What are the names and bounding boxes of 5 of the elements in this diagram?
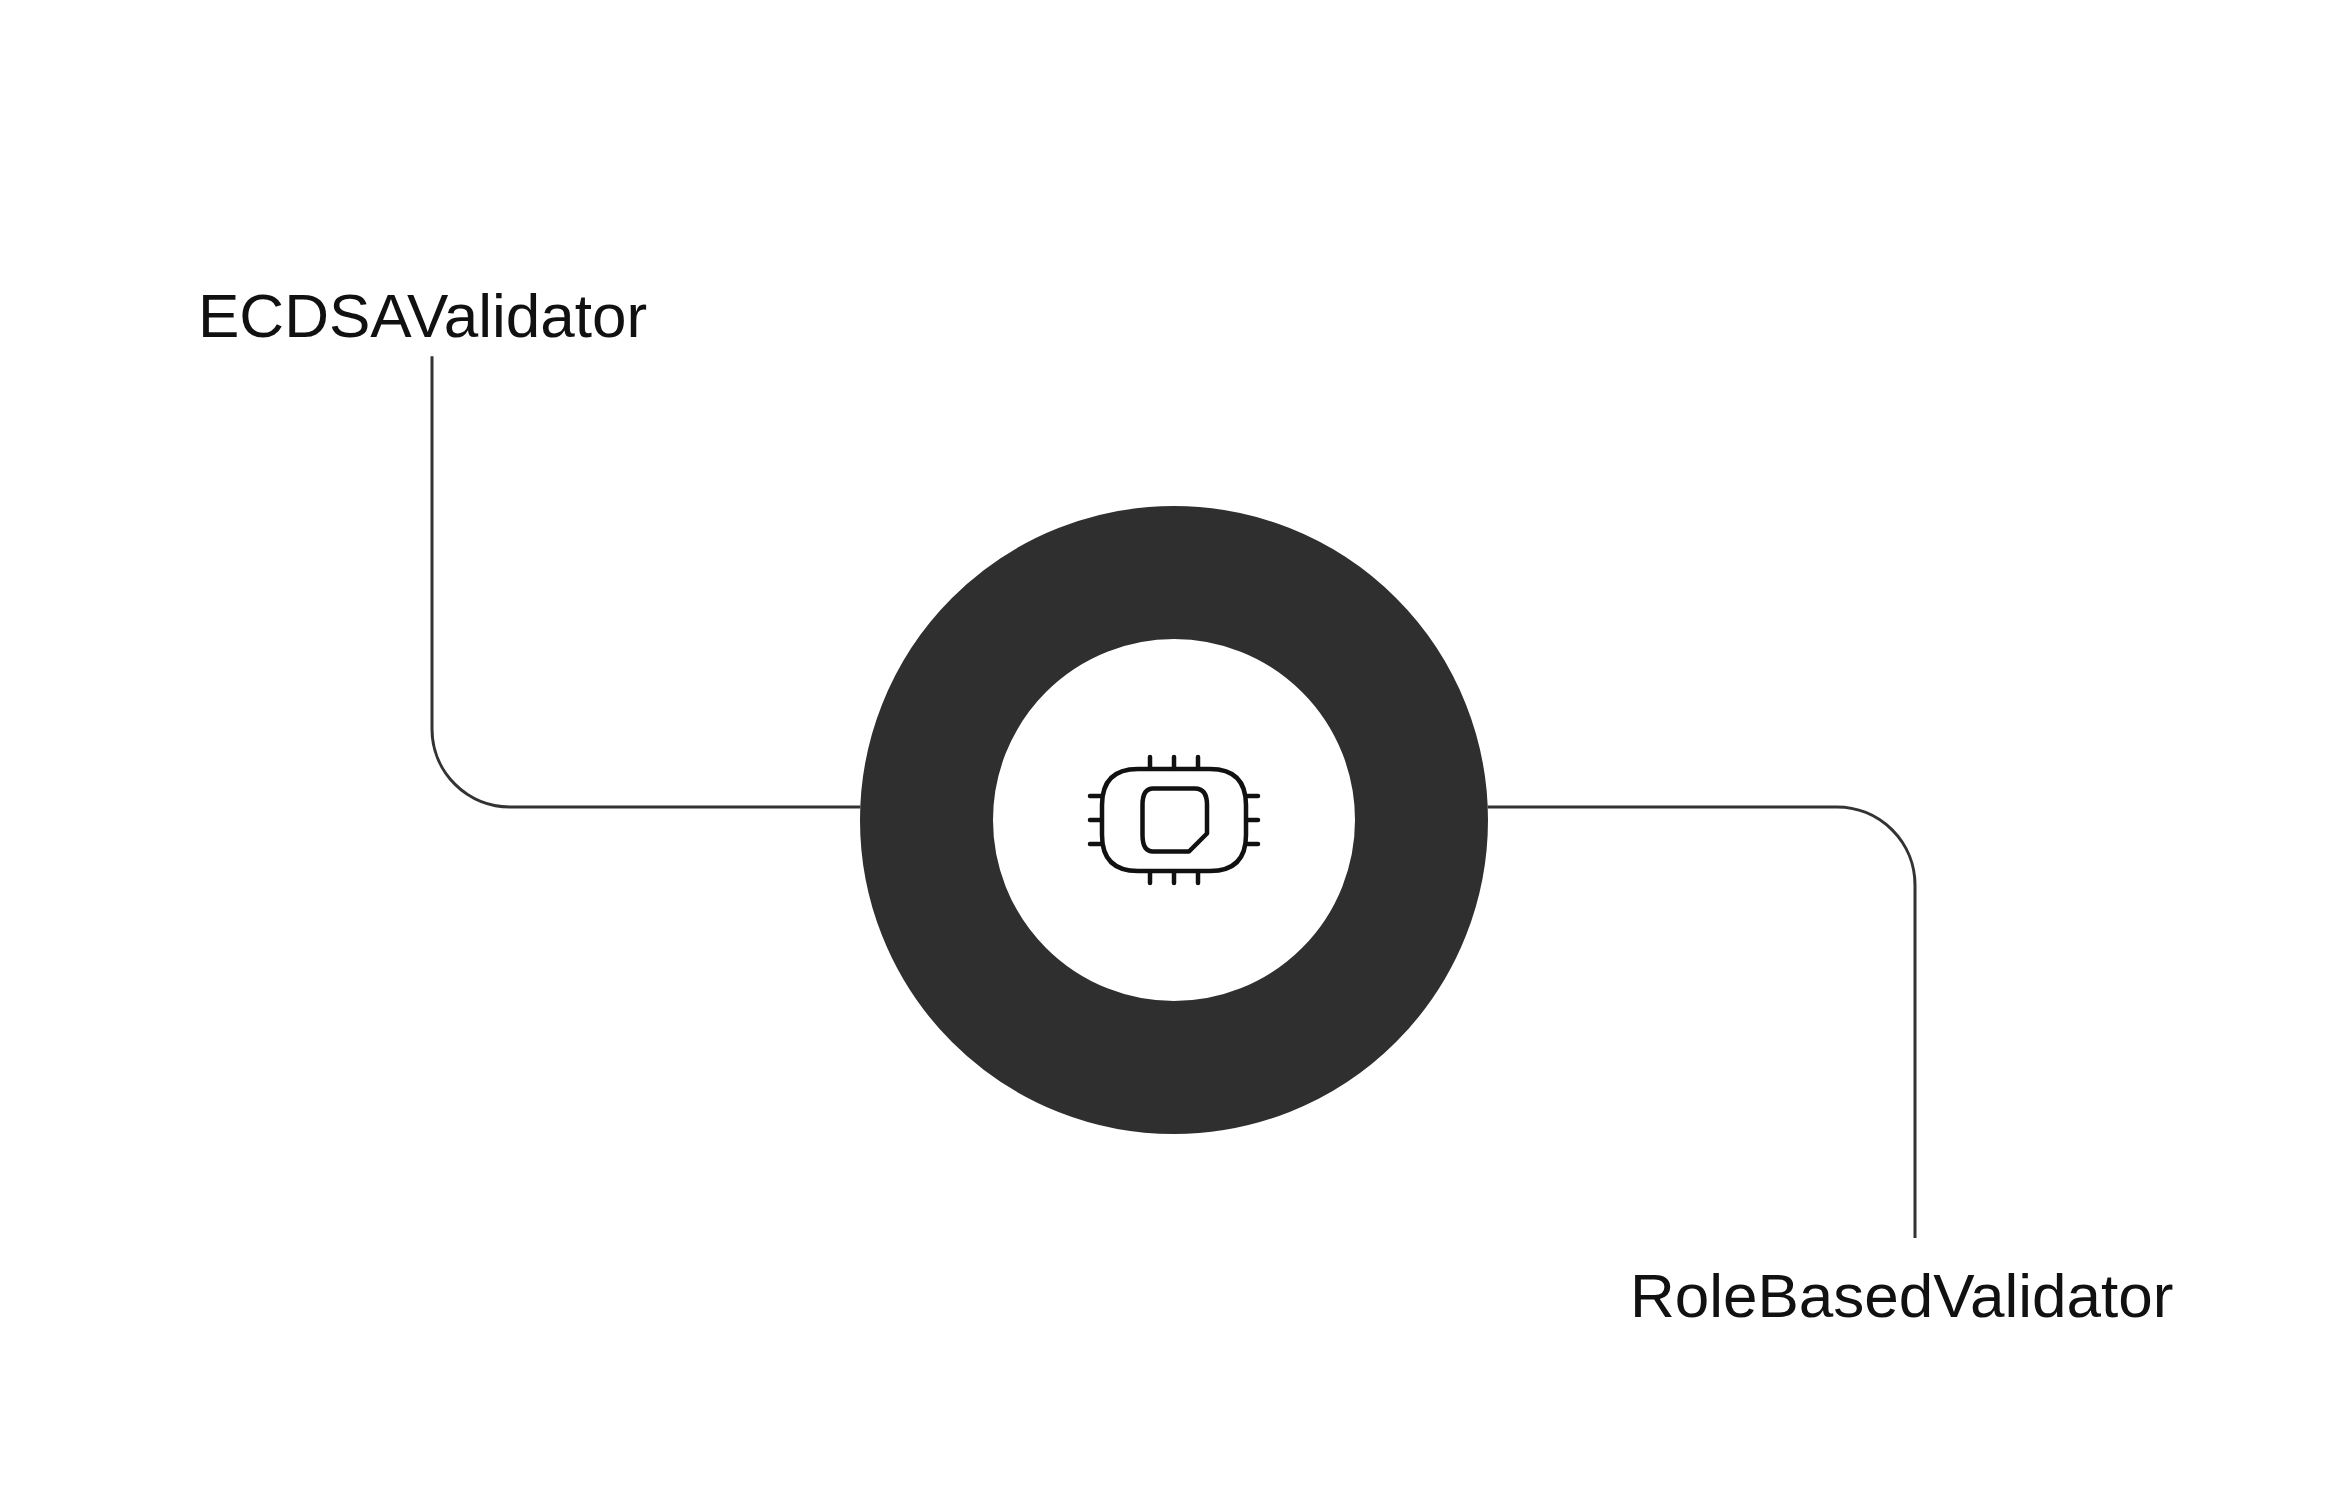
node-label: ECDSAValidator — [198, 282, 648, 351]
connector-line — [430, 356, 861, 809]
ring-node — [860, 506, 1488, 1134]
connector-line — [1487, 805, 1917, 1238]
node-label: RoleBasedValidator — [1630, 1262, 2174, 1331]
